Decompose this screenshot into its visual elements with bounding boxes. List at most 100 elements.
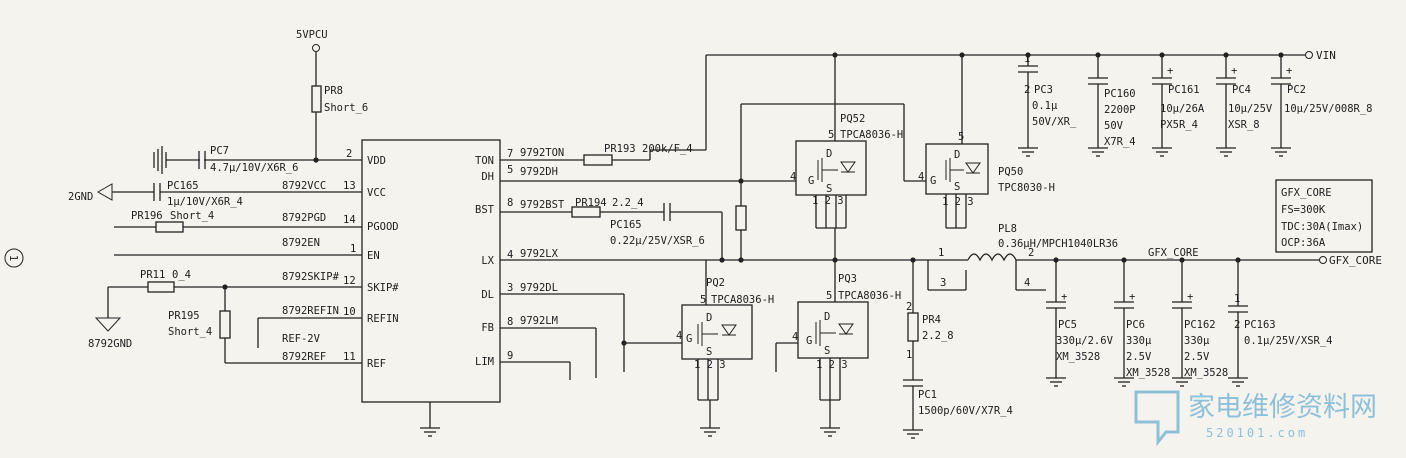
ic-pin-lx-name: LX (481, 255, 494, 267)
pr11-resistor (147, 281, 175, 293)
spec-line-1: GFX_CORE (1281, 187, 1332, 199)
ic-pin-vdd-num: 2 (346, 148, 352, 160)
pc165b-val: 0.22μ/25V/XSR_6 (610, 235, 705, 247)
svg-text:G: G (930, 175, 936, 187)
pr196-val: Short_4 (170, 210, 214, 222)
ic-pin-bst-name: BST (475, 204, 495, 216)
svg-text:G: G (686, 333, 692, 345)
ic-pin-fb-num: 8 (507, 316, 513, 328)
net-2gnd-label: 2GND (68, 191, 93, 203)
svg-text:2: 2 (906, 301, 912, 313)
pr8-ref: PR8 (324, 85, 343, 97)
pc5-val2: XM_3528 (1056, 351, 1100, 363)
svg-text:1: 1 (1234, 293, 1240, 305)
vpcu-supply: 5VPCU PR8 Short_6 (296, 29, 368, 163)
svg-text:5: 5 (826, 290, 832, 302)
net-ton-label: 9792TON (520, 147, 564, 159)
pr8-val: Short_6 (324, 102, 368, 114)
ton-net: 9792TON PR193 200k/F_4 (500, 143, 706, 166)
svg-text:S: S (824, 345, 830, 357)
gate-resistor (735, 103, 835, 263)
pc160-val1: 2200P (1104, 104, 1136, 116)
pr196-ref: PR196 (131, 210, 163, 222)
pc163-ref: PC163 (1244, 319, 1276, 331)
pc160-ref: PC160 (1104, 88, 1136, 100)
pq52-val: TPCA8036-H (840, 129, 903, 141)
svg-text:G: G (806, 335, 812, 347)
ic-pin-dh-name: DH (481, 171, 494, 183)
pr195-ref: PR195 (168, 310, 200, 322)
pc162-val1: 330μ (1184, 335, 1210, 347)
svg-text:4: 4 (790, 171, 796, 183)
ic-pin-en-num: 1 (350, 243, 356, 255)
pc4-ref: PC4 (1232, 84, 1251, 96)
svg-text:S: S (706, 346, 712, 358)
net-lx-label: 9792LX (520, 248, 559, 260)
svg-text:1 2 3: 1 2 3 (812, 195, 844, 207)
pc160-val3: X7R_4 (1104, 136, 1136, 148)
net-dl-label: 9792DL (520, 282, 558, 294)
svg-text:S: S (826, 183, 832, 195)
dh-net: 9792DH (500, 166, 802, 184)
gnd2-arrow-symbol (96, 183, 113, 201)
ic-pin-vcc-num: 13 (343, 180, 356, 192)
pr195-resistor (219, 310, 231, 339)
pc6-val3: XM_3528 (1126, 367, 1170, 379)
ic-pin-vcc-name: VCC (367, 187, 386, 199)
svg-text:+: + (1061, 291, 1067, 303)
svg-text:5: 5 (958, 131, 964, 143)
pq3-ref: PQ3 (838, 273, 857, 285)
pc162-ref: PC162 (1184, 319, 1216, 331)
net-8792gnd-label: 8792GND (88, 338, 132, 350)
svg-text:1: 1 (938, 247, 944, 259)
ic-ground-symbol (420, 427, 440, 437)
spec-box: GFX_CORE FS=300K TDC:30A(Imax) OCP:36A (1275, 179, 1373, 253)
svg-text:1: 1 (1024, 53, 1030, 65)
ic-pin-pgood-num: 14 (343, 214, 356, 226)
pc2-val1: 10μ/25V/008R_8 (1284, 103, 1373, 115)
pc6-val2: 2.5V (1126, 351, 1152, 363)
ic-pin-vdd-name: VDD (367, 155, 386, 167)
svg-text:D: D (826, 148, 832, 160)
pc165a-val: 1μ/10V/X6R_4 (167, 196, 243, 208)
pr8-resistor (311, 85, 322, 113)
pc165b-ref: PC165 (610, 219, 642, 231)
ic-pin-ref-name: REF (367, 358, 386, 370)
svg-text:+: + (1187, 291, 1193, 303)
net-refin-label: 8792REFIN (282, 305, 339, 317)
svg-text:3: 3 (940, 277, 946, 289)
pr196-resistor (155, 221, 184, 233)
en-net: 8792EN (114, 237, 362, 256)
net-en-label: 8792EN (282, 237, 320, 249)
pl8-ref: PL8 (998, 223, 1017, 235)
pc163-val1: 0.1μ/25V/XSR_4 (1244, 335, 1333, 347)
pr11-val: 0_4 (172, 269, 191, 281)
spec-line-2: FS=300K (1281, 204, 1326, 216)
net-skip-label: 8792SKIP# (282, 271, 340, 283)
ic-pin-dl-name: DL (481, 289, 494, 301)
pr194-ref: PR194 (575, 197, 607, 209)
svg-text:D: D (954, 149, 960, 161)
pl8-val: 0.36μH/MPCH1040LR36 (998, 238, 1118, 250)
svg-text:D: D (824, 311, 830, 323)
ic-pin-fb-name: FB (481, 322, 494, 334)
pq52-ref: PQ52 (840, 113, 865, 125)
pgood-net: PR196 Short_4 8792PGD (114, 210, 362, 233)
svg-text:4: 4 (1024, 277, 1030, 289)
ic-pin-ton-name: TON (475, 155, 494, 167)
pq50-ref: PQ50 (998, 166, 1023, 178)
net-gfx-core-label: GFX_CORE (1148, 247, 1199, 259)
pc1-val: 1500p/60V/X7R_4 (918, 405, 1013, 417)
pc4-val1: 10μ/25V (1228, 103, 1273, 115)
page-marker: 1 (4, 248, 24, 268)
pr4-ref: PR4 (922, 314, 941, 326)
bst-net: 9792BST PR194 2.2_4 PC165 0.22μ/25V/XSR_… (500, 197, 723, 260)
svg-text:4: 4 (792, 331, 798, 343)
fb-net: 9792LM (500, 315, 597, 378)
svg-text:S: S (954, 181, 960, 193)
net-ref2v-label: REF-2V (282, 333, 321, 345)
svg-text:2: 2 (1028, 247, 1034, 259)
spec-line-4: OCP:36A (1281, 237, 1326, 249)
pq2-val: TPCA8036-H (711, 294, 774, 306)
